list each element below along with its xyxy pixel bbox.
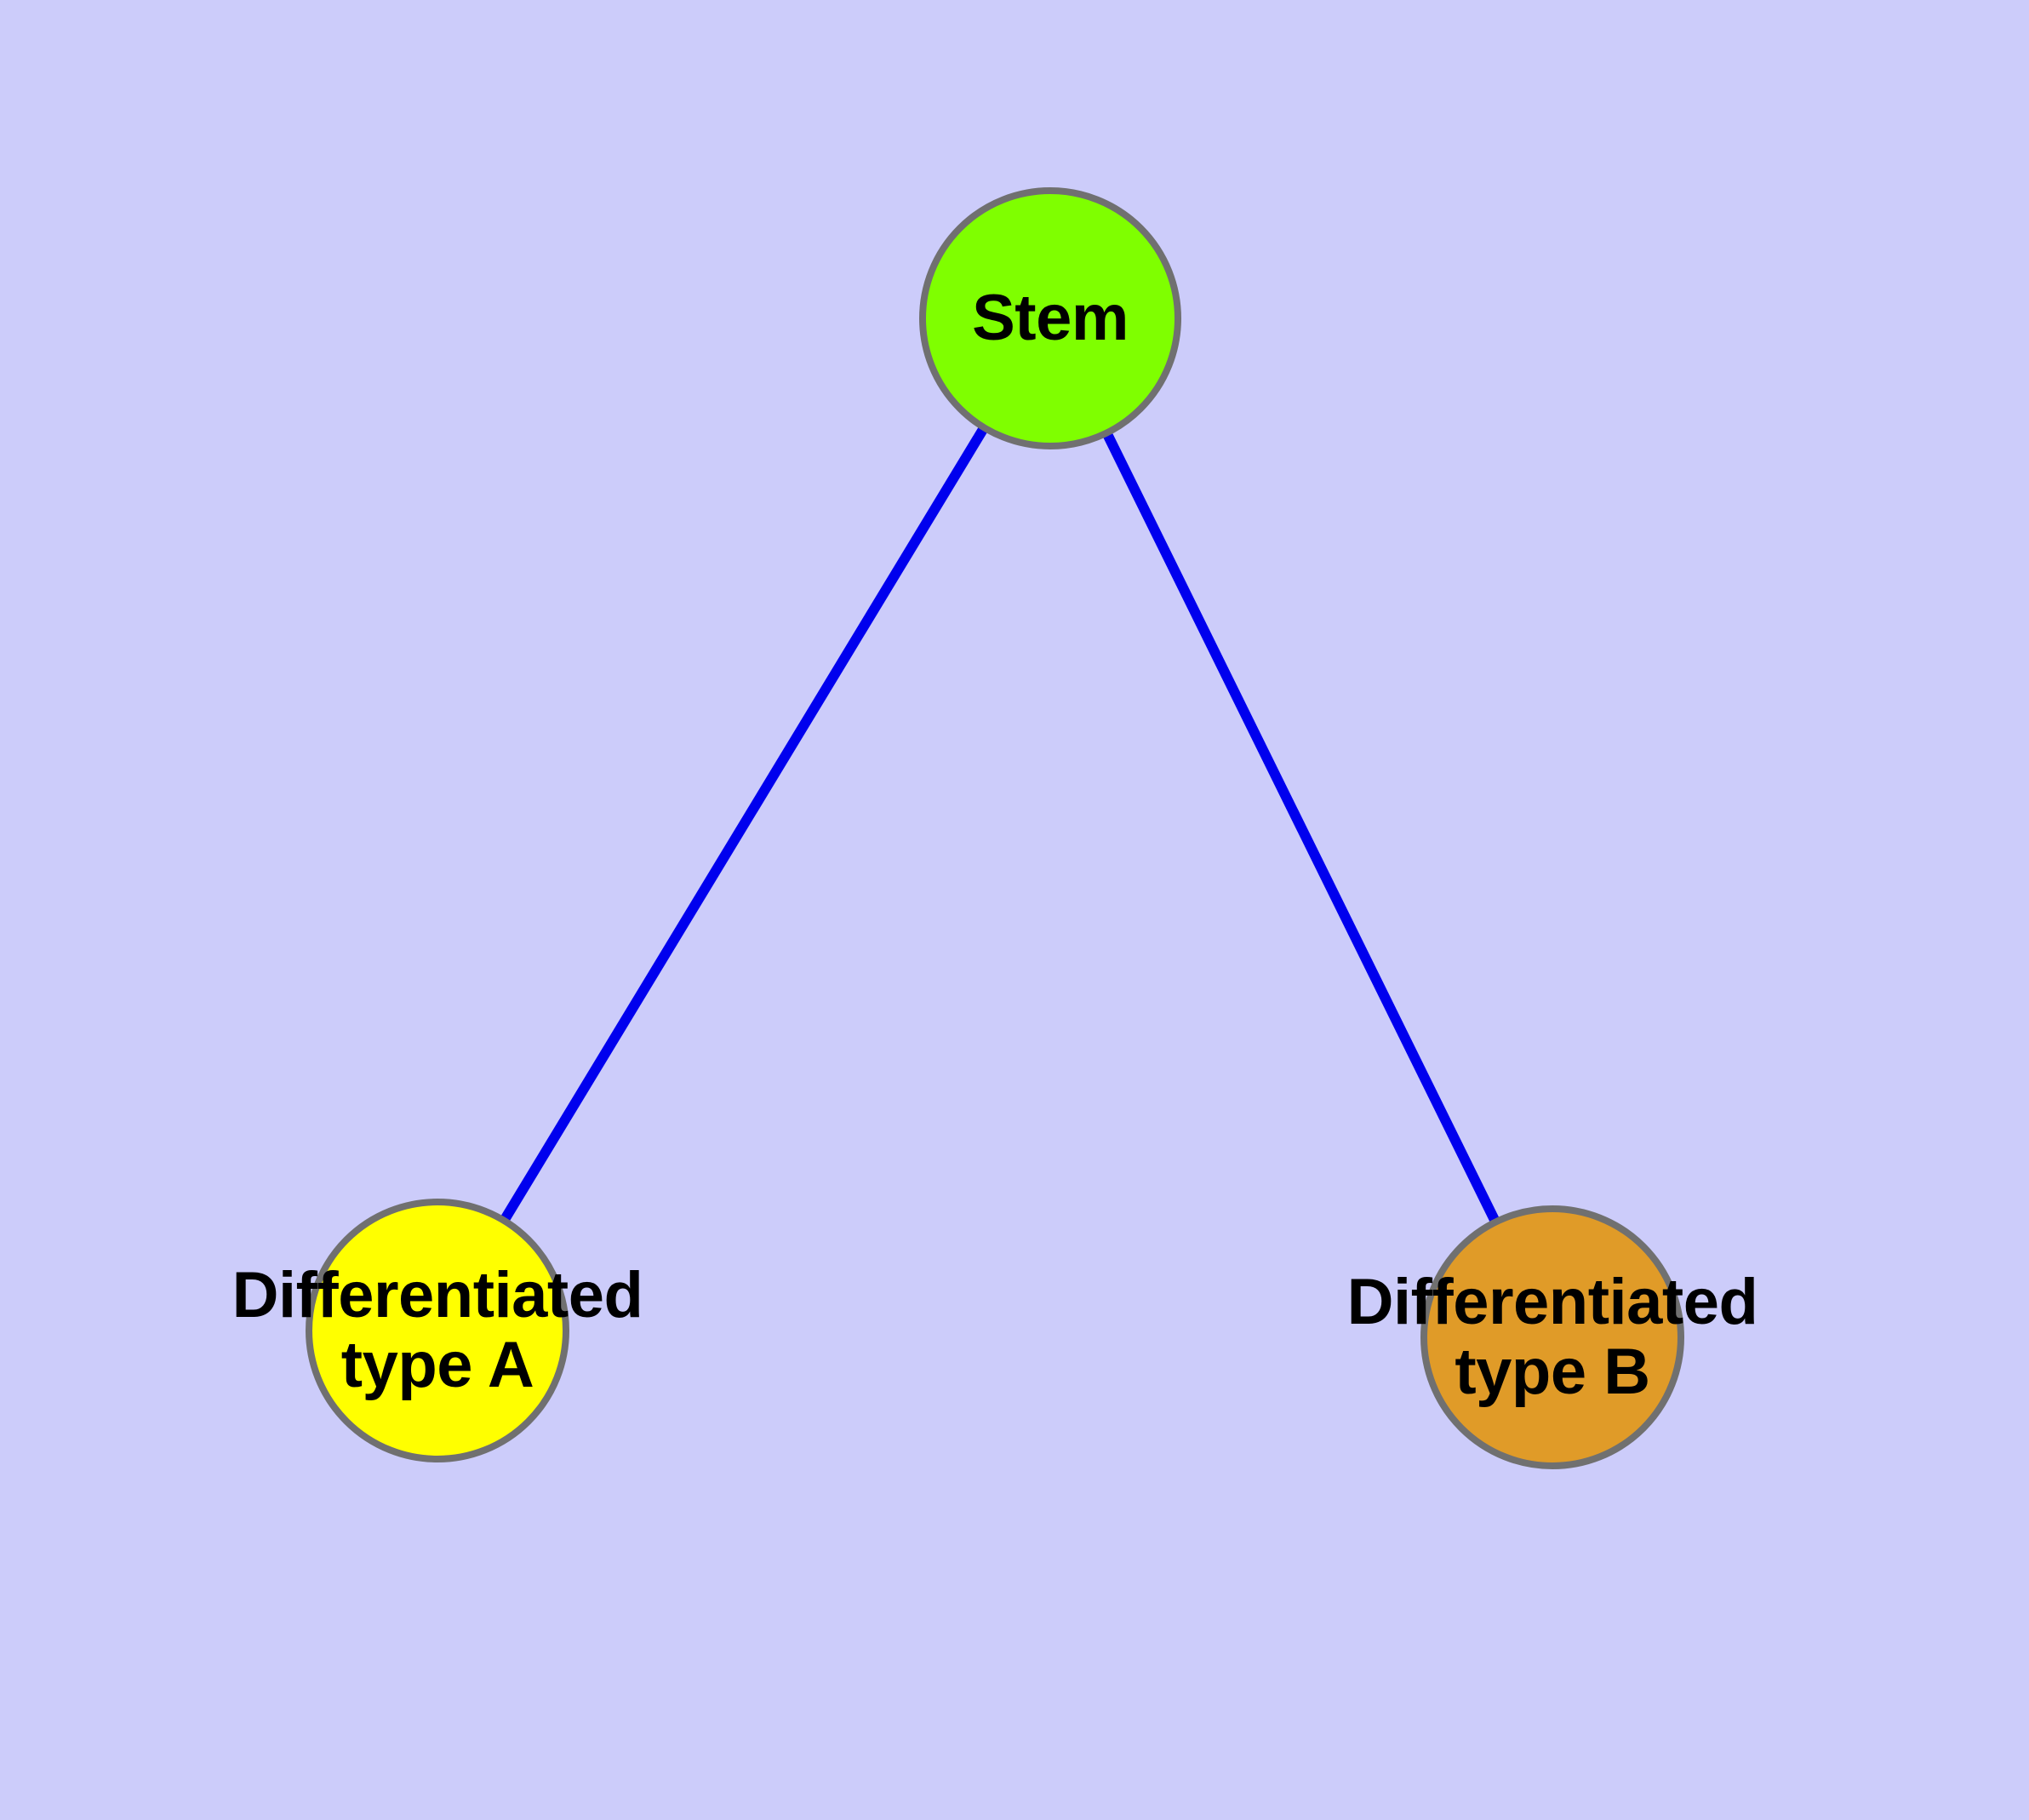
edge-layer (432, 315, 1557, 1340)
node-stem[interactable] (919, 187, 1181, 449)
node-differentiated-type-b[interactable] (1420, 1205, 1684, 1469)
edge-stem-to-diff-b[interactable] (1045, 316, 1557, 1340)
node-differentiated-type-a[interactable] (306, 1199, 569, 1462)
edge-stem-to-diff-a[interactable] (432, 315, 1055, 1334)
node-layer (306, 187, 1684, 1469)
